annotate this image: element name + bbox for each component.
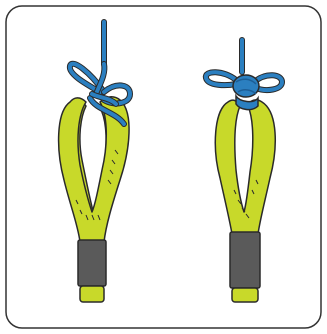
right-whipping: [230, 232, 260, 288]
left-whipping: [78, 240, 106, 286]
left-rope-tail: [80, 286, 104, 302]
right-rope-tail: [232, 288, 258, 302]
frame-border: [6, 6, 321, 328]
